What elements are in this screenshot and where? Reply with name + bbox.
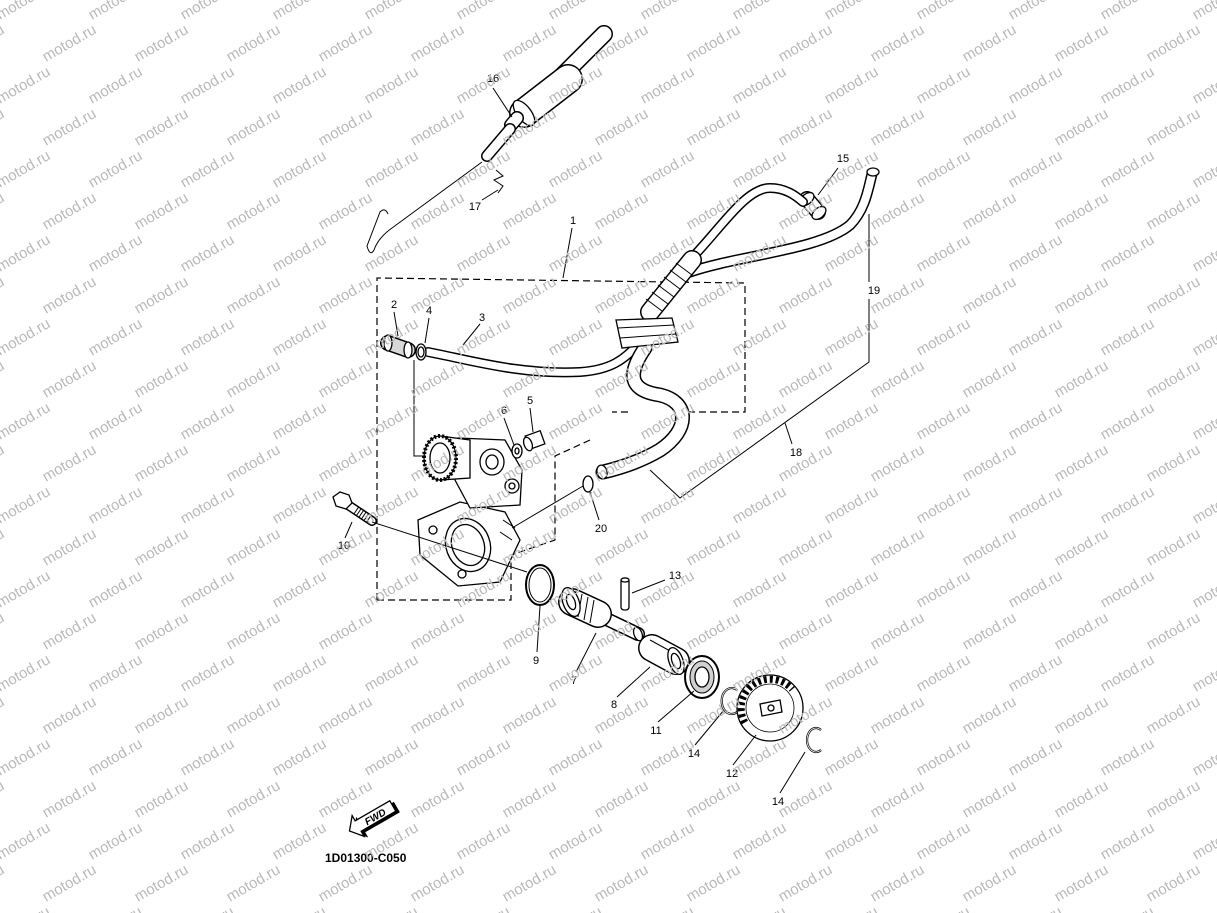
pump-body-part xyxy=(417,434,523,587)
callout-8: 8 xyxy=(611,699,617,711)
callout-14: 14 xyxy=(772,796,784,808)
forward-arrow-icon: FWD xyxy=(348,799,400,838)
callout-1: 1 xyxy=(570,215,576,227)
callout-10: 10 xyxy=(338,540,350,552)
leader-lines xyxy=(344,87,870,794)
union-bolt-part xyxy=(522,429,546,452)
ring-part xyxy=(415,343,427,361)
callout-5: 5 xyxy=(527,395,533,407)
callout-14: 14 xyxy=(688,748,700,760)
callout-12: 12 xyxy=(726,768,738,780)
callout-19: 19 xyxy=(868,285,880,297)
washer-part xyxy=(511,443,523,459)
cap-part xyxy=(799,191,827,221)
o-ring-part xyxy=(525,564,555,606)
assembly-outline xyxy=(376,277,746,601)
callout-15: 15 xyxy=(837,153,849,165)
bearing-part xyxy=(684,655,720,699)
bolt-part xyxy=(332,491,377,526)
bush-part xyxy=(638,634,690,676)
callout-4: 4 xyxy=(426,305,432,317)
callout-9: 9 xyxy=(533,655,539,667)
callout-2: 2 xyxy=(391,299,397,311)
circlip-part xyxy=(805,726,822,754)
callout-20: 20 xyxy=(595,523,607,535)
callout-3: 3 xyxy=(479,312,485,324)
pin-part xyxy=(620,577,630,611)
grommet-part xyxy=(615,250,702,349)
callout-16: 16 xyxy=(487,73,499,85)
cable-part xyxy=(366,25,613,254)
circlip-part xyxy=(720,686,738,716)
callout-11: 11 xyxy=(650,725,661,737)
callout-17: 17 xyxy=(469,201,481,213)
clamp-part xyxy=(582,475,594,493)
callout-13: 13 xyxy=(669,570,681,582)
clip-part xyxy=(492,169,504,194)
callout-18: 18 xyxy=(790,447,802,459)
connector-part xyxy=(380,334,416,359)
hose-part xyxy=(423,167,880,480)
shaft-part xyxy=(558,586,645,642)
gear-part xyxy=(736,674,804,742)
callout-6: 6 xyxy=(501,405,507,417)
figure-code: 1D01300-C050 xyxy=(325,851,407,865)
callout-7: 7 xyxy=(571,675,577,687)
